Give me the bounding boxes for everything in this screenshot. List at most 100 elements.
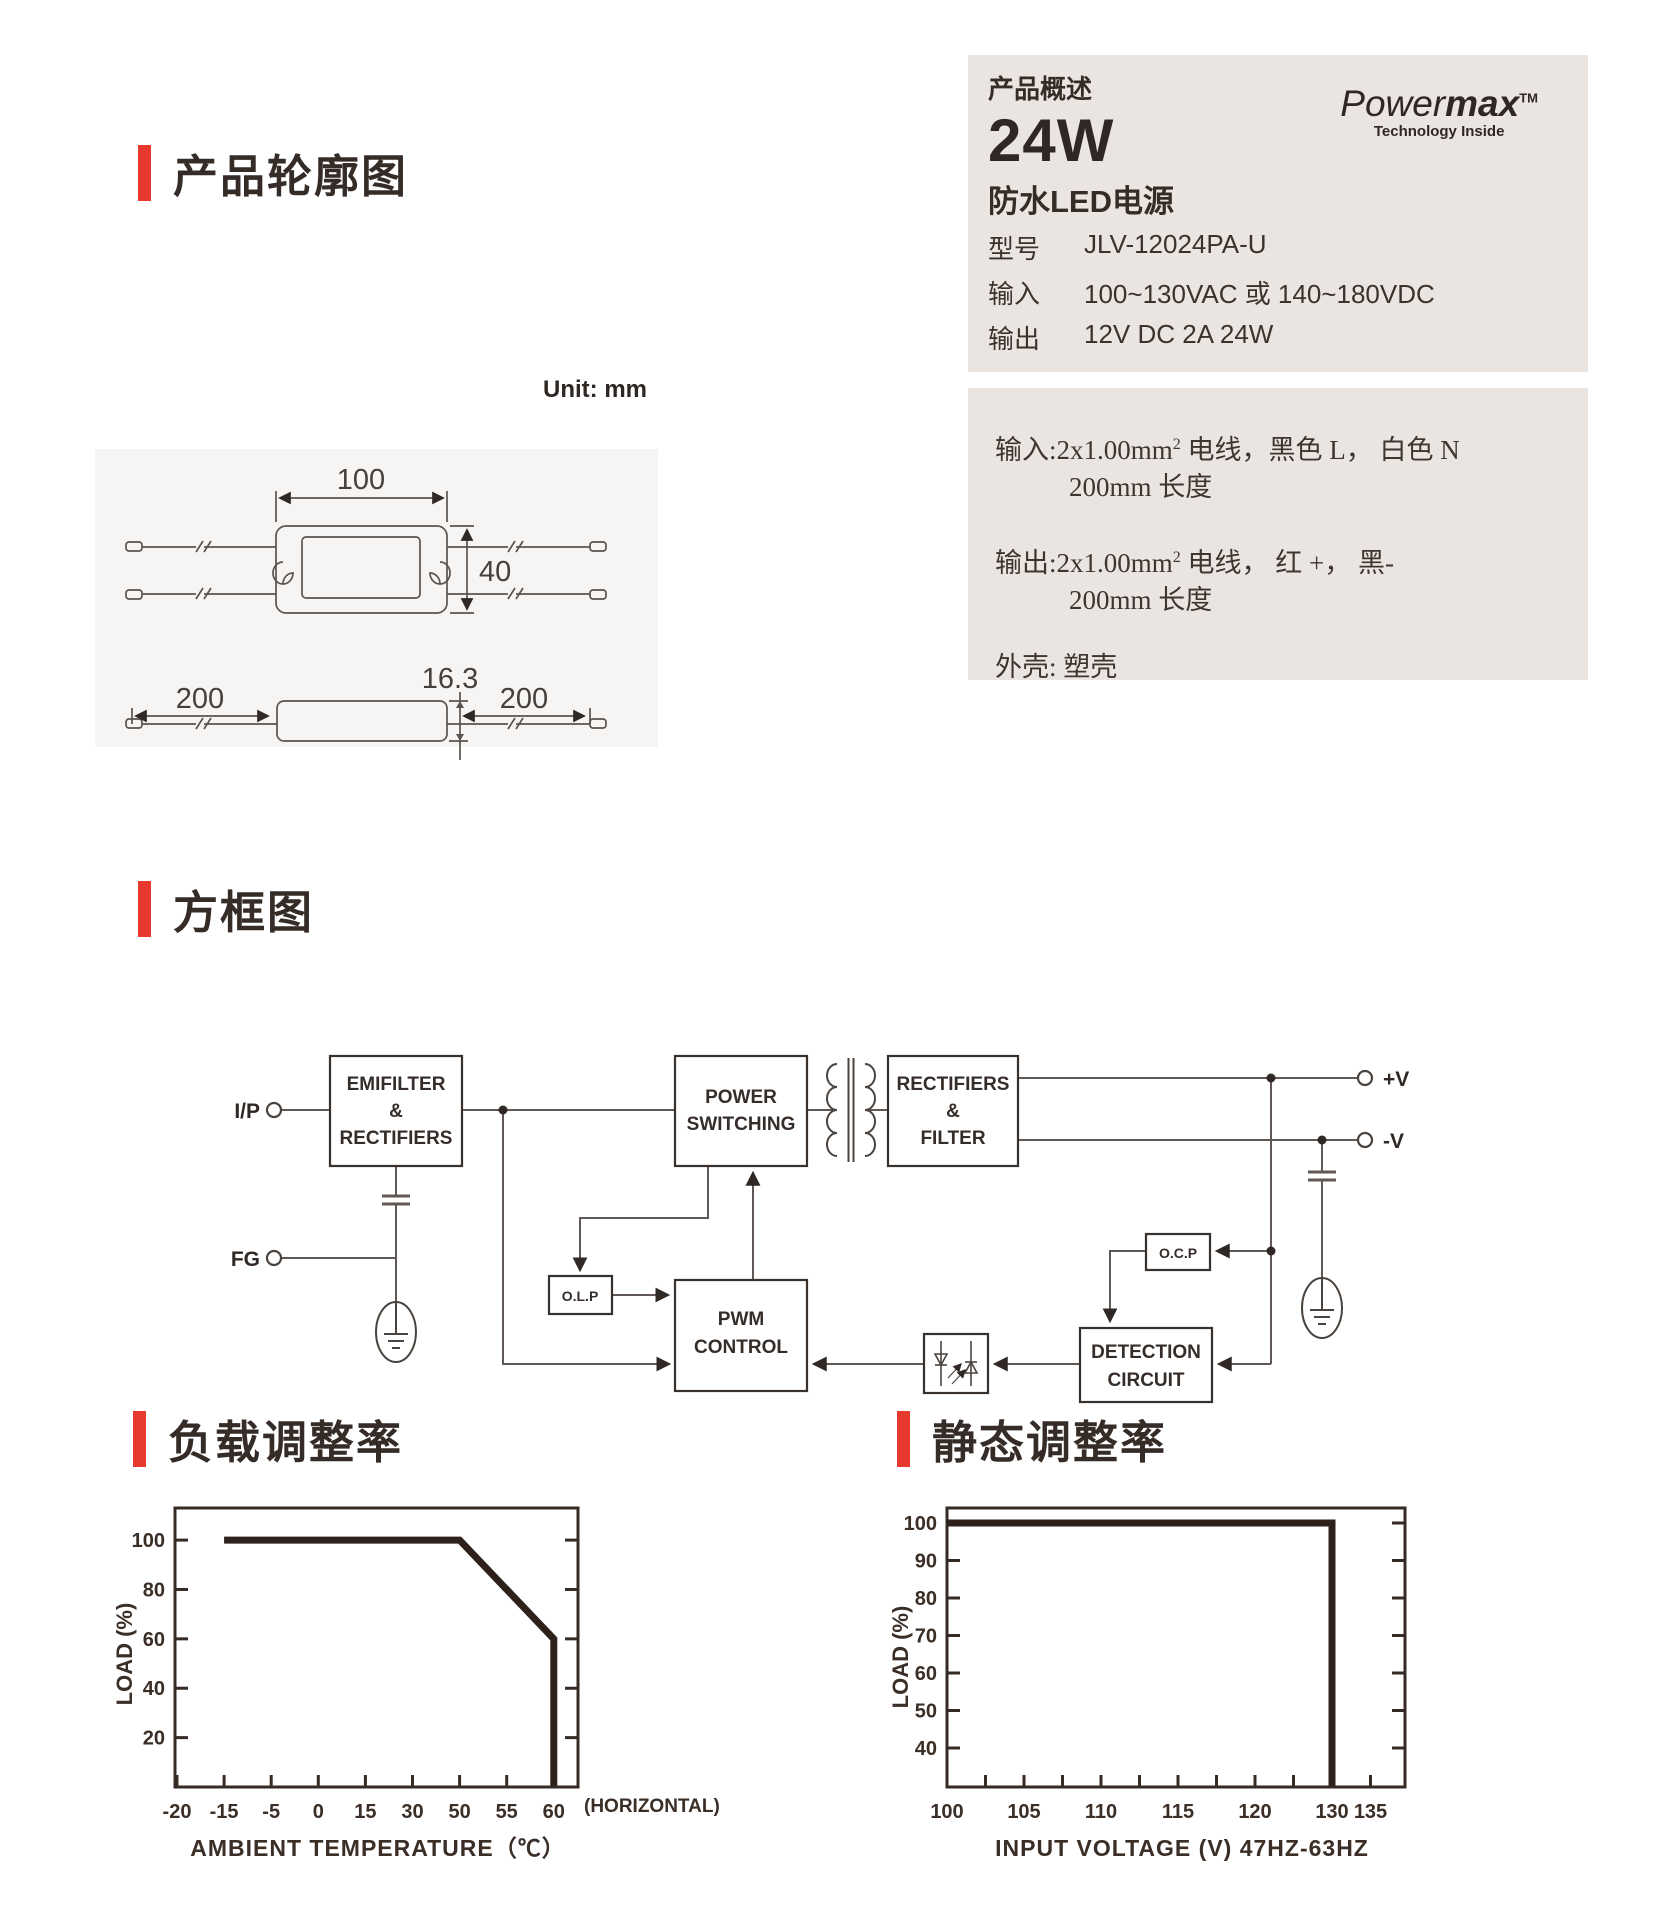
terminal-label-minus-v: -V	[1383, 1130, 1404, 1153]
x-tick-label: 105	[1007, 1801, 1040, 1823]
dimension-width	[450, 525, 474, 614]
y-axis-title: LOAD (%)	[112, 1603, 137, 1706]
x-tick-label: 115	[1162, 1801, 1194, 1823]
spec-label: 输入	[988, 279, 1041, 310]
device-body-side-view	[276, 700, 448, 742]
derating-curve	[947, 1519, 1336, 1786]
y-tick-label: 40	[915, 1738, 937, 1760]
section-header-load-regulation: 负载调整率	[133, 1406, 403, 1471]
mounting-annotation: (HORIZONTAL)	[584, 1796, 720, 1817]
block-detection-circuit	[1078, 1326, 1214, 1404]
block-pwm-control	[673, 1278, 809, 1393]
section-title: 静态调整率	[932, 1417, 1168, 1468]
dimension-height	[449, 692, 468, 760]
block-label: &	[389, 1101, 403, 1122]
dim-text-wire-right: 200	[500, 683, 548, 715]
spec-value: JLV-12024PA-U	[1084, 229, 1267, 260]
brand-wordmark: PowermaxTM	[1340, 83, 1538, 125]
input-wire-side-view	[125, 717, 277, 730]
dim-text-height: 16.3	[422, 663, 478, 695]
plot-border	[173, 1506, 580, 1789]
x-tick-label: -5	[262, 1801, 280, 1823]
block-ocp	[1144, 1232, 1212, 1272]
y-tick-label: 20	[143, 1728, 165, 1750]
x-tick-label: 55	[496, 1801, 518, 1823]
earth-ground-right	[1301, 1277, 1343, 1339]
x-tick-label: 100	[930, 1801, 963, 1823]
terminal-plus-v	[1356, 1069, 1374, 1087]
spec-value: 100~130VAC 或 140~180VDC	[1084, 279, 1435, 310]
section-title: 方框图	[173, 887, 315, 938]
spec-row-output: 输出 12V DC 2A 24W	[988, 319, 1435, 356]
block-label: RECTIFIERS	[897, 1074, 1010, 1095]
red-accent-bar	[138, 144, 151, 201]
block-power-switching	[673, 1054, 809, 1168]
optocoupler-icon	[933, 1341, 979, 1386]
mount-notch-right	[429, 561, 451, 585]
dim-text-wire-left: 200	[176, 683, 224, 715]
terminal-minus-v	[1356, 1131, 1374, 1149]
section-title: 产品轮廓图	[173, 151, 409, 202]
block-label: O.L.P	[562, 1288, 599, 1304]
derating-curve	[224, 1536, 558, 1786]
wire-input-line: 输入:2x1.00mm2 电线，黑色 L， 白色 N	[995, 435, 1460, 465]
wire-spec-card: 输入:2x1.00mm2 电线，黑色 L， 白色 N 200mm 长度 输出:2…	[968, 388, 1588, 682]
y-tick-label: 80	[915, 1588, 937, 1610]
powermax-logo: PowermaxTM Technology Inside	[1340, 83, 1538, 140]
red-accent-bar	[897, 1410, 910, 1467]
output-wire-side-view	[447, 717, 607, 730]
x-tick-label: 120	[1238, 1801, 1271, 1823]
y-tick-label: 100	[132, 1530, 165, 1552]
y-tick-label: 50	[915, 1701, 937, 1723]
dim-text-width: 40	[479, 556, 511, 588]
spec-row-input: 输入 100~130VAC 或 140~180VDC	[988, 274, 1435, 311]
dimension-wire-right	[462, 708, 591, 724]
block-label: FILTER	[920, 1128, 985, 1149]
block-emi-filter	[328, 1054, 464, 1168]
product-overview-card: 产品概述 24W 防水LED电源 型号 JLV-12024PA-U 输入 100…	[968, 55, 1588, 372]
wire-output-length: 200mm 长度	[1069, 585, 1213, 615]
brand-bold: max	[1445, 83, 1520, 124]
x-tick-label: 15	[354, 1801, 376, 1823]
x-axis-title: AMBIENT TEMPERATURE（℃）	[190, 1835, 566, 1861]
dimension-length	[275, 491, 448, 522]
y-tick-label: 100	[904, 1513, 937, 1535]
x-tick-label: 30	[401, 1801, 423, 1823]
case-material-line: 外壳: 塑壳	[995, 652, 1118, 682]
block-rectifiers-filter	[886, 1054, 1020, 1168]
device-label-area	[301, 536, 421, 599]
y-tick-label: 60	[915, 1663, 937, 1685]
overview-heading: 产品概述	[988, 74, 1093, 104]
y-tick-label: 60	[143, 1629, 165, 1651]
block-olp	[547, 1274, 614, 1316]
dimension-wire-left	[131, 708, 270, 724]
x-tick-label: -15	[210, 1801, 239, 1823]
earth-ground-left	[375, 1301, 417, 1363]
y-axis-title: LOAD (%)	[888, 1606, 913, 1709]
terminal-fg	[265, 1249, 283, 1267]
section-title: 负载调整率	[168, 1417, 404, 1468]
block-label: EMIFILTER	[347, 1074, 446, 1095]
terminal-label-ip: I/P	[234, 1100, 260, 1123]
dim-text-length: 100	[337, 464, 385, 496]
trademark-symbol: TM	[1519, 90, 1538, 106]
brand-light: Power	[1340, 83, 1446, 124]
block-label: SWITCHING	[687, 1114, 796, 1135]
terminal-ip	[265, 1101, 283, 1119]
wire-input-length: 200mm 长度	[1069, 472, 1213, 502]
block-label: &	[946, 1101, 960, 1122]
junction-dots	[498, 1073, 1327, 1256]
x-tick-label: 130	[1315, 1801, 1348, 1823]
x-tick-label: 0	[313, 1801, 324, 1823]
wire-output-line: 输出:2x1.00mm2 电线， 红 +， 黑-	[995, 548, 1394, 578]
x-tick-label: 60	[543, 1801, 565, 1823]
x-tick-label: 50	[448, 1801, 470, 1823]
product-type: 防水LED电源	[988, 184, 1174, 220]
section-header-static-regulation: 静态调整率	[897, 1406, 1167, 1471]
x-tick-label: 110	[1085, 1801, 1117, 1823]
block-label: POWER	[705, 1087, 777, 1108]
outline-drawing	[125, 491, 607, 760]
block-optocoupler	[922, 1332, 990, 1395]
